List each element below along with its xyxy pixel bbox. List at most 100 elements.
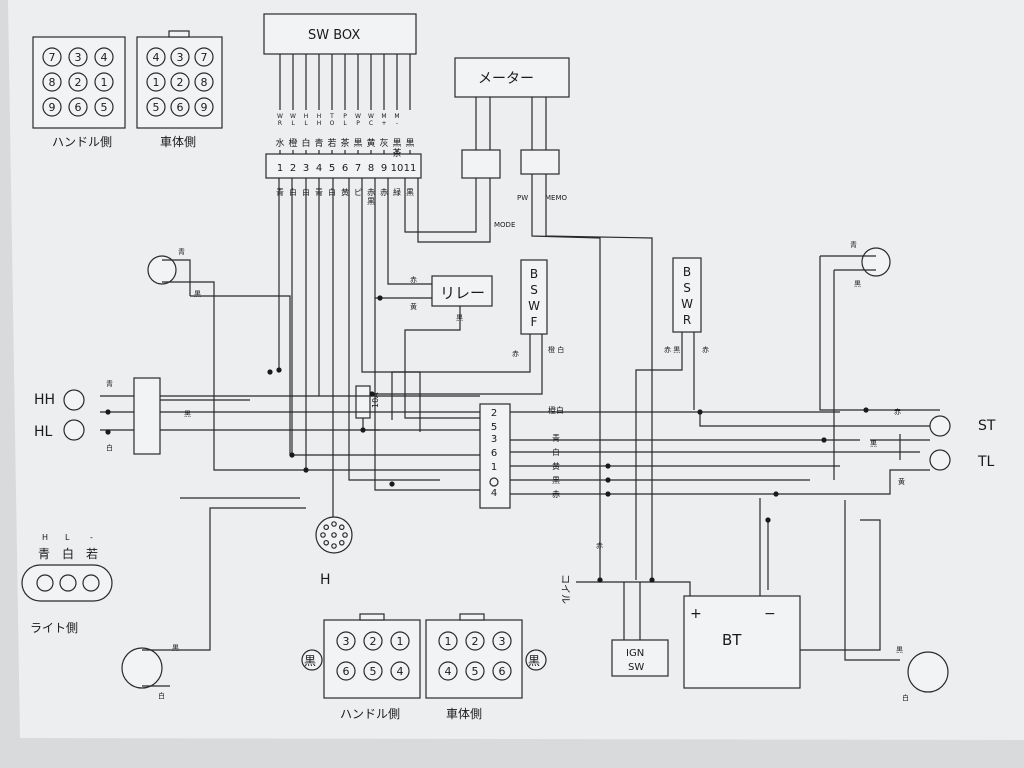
wire-black-top xyxy=(213,300,480,471)
bswr-body xyxy=(672,257,702,333)
wires: 10A xyxy=(100,174,940,661)
wire-junction-dot xyxy=(289,452,295,458)
pin-6 xyxy=(68,97,88,117)
lamp-top-right xyxy=(861,247,891,277)
power-section: コイル 赤 IGN SW + − BT xyxy=(559,542,801,689)
sw-pin-code: L xyxy=(343,120,347,127)
junction-pin: 3 xyxy=(491,434,497,445)
h-pin xyxy=(338,524,345,531)
side-mark-text: 黒 xyxy=(304,654,316,668)
sw-color-top: 茶 xyxy=(392,147,401,159)
pin-9 xyxy=(194,97,214,117)
sw-pin-number: 1 xyxy=(277,163,283,174)
pin-number: 7 xyxy=(201,51,208,64)
fuse-label: 10A xyxy=(371,392,380,408)
pin-number: 1 xyxy=(101,76,108,89)
light-side: H L - 青 白 若 ライト側 xyxy=(21,533,113,635)
sw-color-bottom: 緑 xyxy=(393,187,401,197)
sw-color-top: 若 xyxy=(327,137,336,149)
lamp-bottom-right xyxy=(907,651,949,693)
light-pin-2 xyxy=(59,574,77,592)
h-pin-center xyxy=(331,532,337,538)
st-wire-red: 赤 xyxy=(894,408,901,416)
bswr-letter: W xyxy=(681,297,693,311)
h-pin xyxy=(323,524,330,531)
connector-label: ハンドル側 xyxy=(52,135,112,149)
pin-9 xyxy=(42,97,62,117)
wire-junction-dot xyxy=(821,437,827,443)
pin-3 xyxy=(492,631,512,651)
junction-pin: 4 xyxy=(491,488,497,499)
relay-label: リレー xyxy=(440,284,485,302)
wire-mode xyxy=(404,178,477,233)
sw-color-top: 白 xyxy=(301,137,310,149)
sw-pin-code: W xyxy=(290,113,296,120)
sw-pin-code: L xyxy=(304,120,308,127)
pin-number: 3 xyxy=(343,635,350,648)
pin-4 xyxy=(94,47,114,67)
wire-junction-dot xyxy=(605,463,611,469)
wire-junction-dot xyxy=(863,407,869,413)
sw-pin-code: W xyxy=(355,113,361,120)
lamp-bottom-left-c2: 白 xyxy=(158,691,165,700)
sw-pin-code: + xyxy=(381,120,386,127)
lamp-top-left-c1: 青 xyxy=(178,247,185,256)
pin-number: 1 xyxy=(445,635,452,648)
pin-1 xyxy=(390,631,410,651)
sw-color-bottom: 白 xyxy=(328,187,336,197)
bswr-wire-1: 赤 黒 xyxy=(664,346,680,354)
left-clamp xyxy=(133,377,161,455)
sw-color-top: 黒 xyxy=(353,138,362,149)
ign-label-2: SW xyxy=(628,662,644,673)
pin-number: 9 xyxy=(201,101,208,114)
sw-pin-number: 5 xyxy=(329,163,335,174)
junction-pin: 5 xyxy=(491,422,497,433)
wire-junction-dot xyxy=(389,481,395,487)
pin-number: 8 xyxy=(201,76,208,89)
pin-6 xyxy=(170,97,190,117)
paper-sheet xyxy=(8,0,1024,740)
wire-junction-dot xyxy=(105,429,111,435)
sw-pin-code: W xyxy=(368,113,374,120)
lamp-bottom-left-leads xyxy=(142,649,170,687)
pin-7 xyxy=(42,47,62,67)
sw-pin-number: 7 xyxy=(355,163,361,174)
sw-pin-code: M xyxy=(381,113,386,120)
wire-junction-dot xyxy=(605,477,611,483)
tl-label: TL xyxy=(977,454,995,470)
sw-color-top: 水 xyxy=(275,137,284,149)
pin-number: 2 xyxy=(472,635,479,648)
wire-mode-2 xyxy=(417,178,491,243)
pin-number: 5 xyxy=(472,665,479,678)
pin-number: 2 xyxy=(75,76,82,89)
wire-junction-dot xyxy=(303,467,309,473)
pin-number: 6 xyxy=(75,101,82,114)
sw-pin-code: P xyxy=(356,120,360,127)
pw-label: PW xyxy=(517,194,528,202)
connector-label: ハンドル側 xyxy=(340,707,400,721)
wire-junction-dot xyxy=(267,369,273,375)
connector-label: 車体側 xyxy=(446,707,482,721)
pin-2 xyxy=(465,631,485,651)
pin-number: 2 xyxy=(177,76,184,89)
light-mark-l: L xyxy=(65,533,70,542)
wire-junction-dot xyxy=(105,409,111,415)
left-section: 青 黒 HH HL 青 黒 白 H H L - 青 白 若 ライト側 黒 白 xyxy=(21,247,353,700)
wire-relay-yellow xyxy=(374,298,480,491)
connector-key xyxy=(459,613,485,621)
sw-color-top: 灰 xyxy=(379,137,388,149)
pin-number: 5 xyxy=(153,101,160,114)
wire-junction-dot xyxy=(649,577,655,583)
pin-number: 7 xyxy=(49,51,56,64)
wire-junction-dot xyxy=(597,577,603,583)
side-mark xyxy=(525,649,547,671)
light-color-3: 若 xyxy=(86,547,98,561)
pin-1 xyxy=(438,631,458,651)
pin-number: 4 xyxy=(101,51,108,64)
wire-memo xyxy=(545,174,653,580)
coil-label: コイル xyxy=(559,574,570,604)
wire-junction-dot xyxy=(697,409,703,415)
